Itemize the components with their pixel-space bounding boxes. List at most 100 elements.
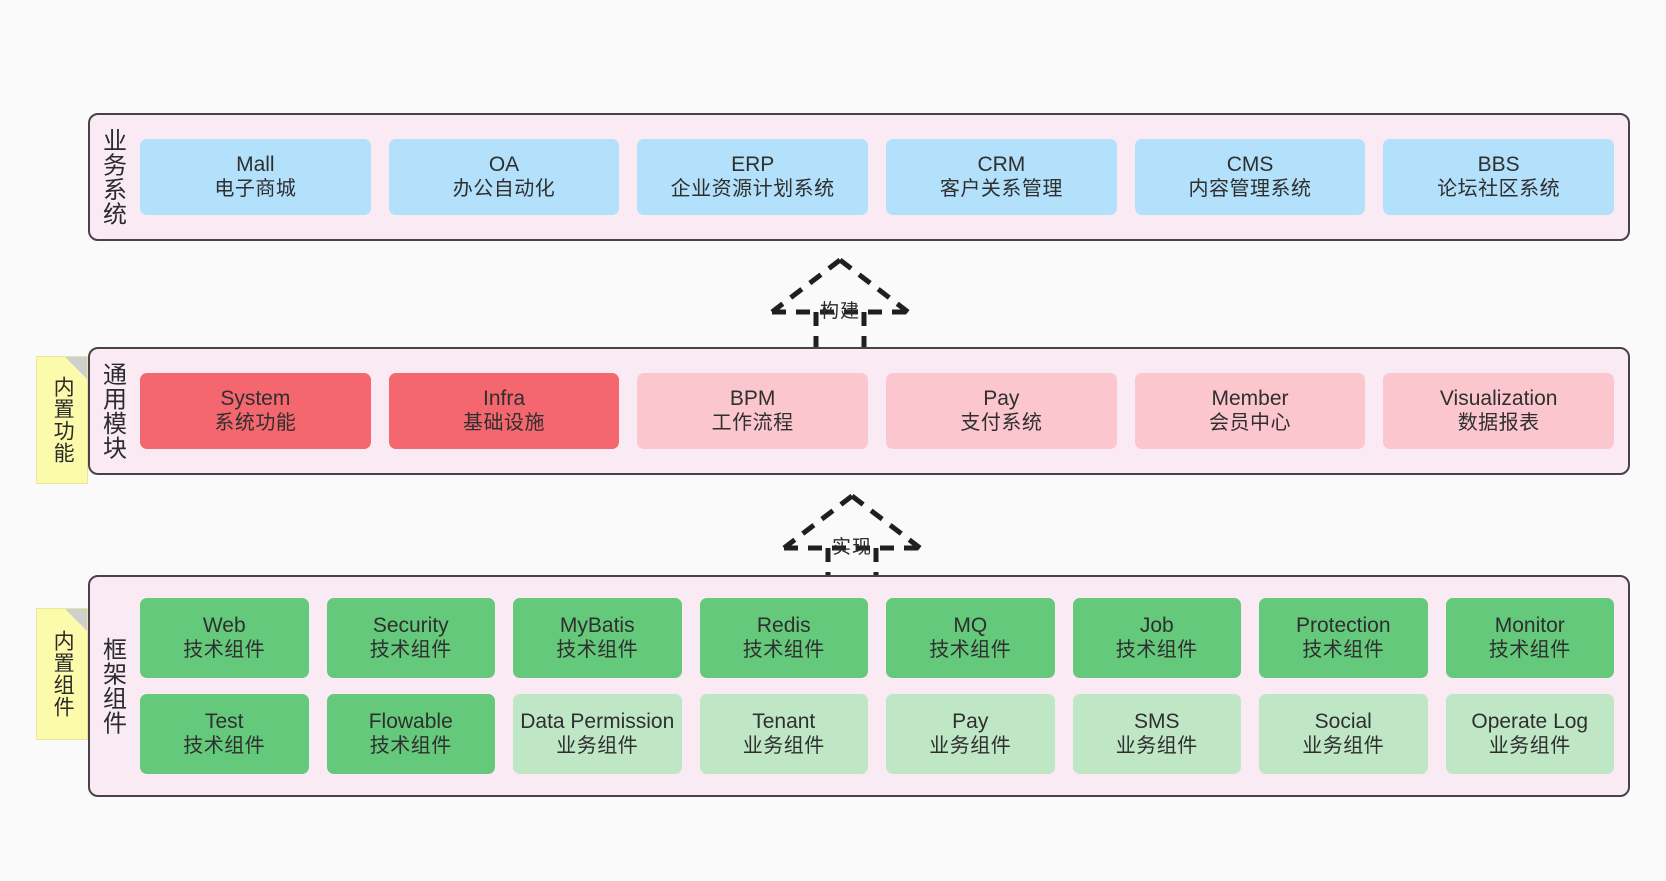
node-security[interactable]: Security 技术组件 xyxy=(326,598,495,678)
node-title: Infra xyxy=(482,386,526,410)
arrow-realize: 实现 xyxy=(772,492,932,589)
node-subtitle: 技术组件 xyxy=(1488,638,1571,661)
node-subtitle: 业务组件 xyxy=(1115,734,1198,757)
node-subtitle: 企业资源计划系统 xyxy=(670,177,835,200)
arrow-build: 构建 xyxy=(760,256,920,353)
node-subtitle: 支付系统 xyxy=(960,411,1043,434)
node-title: CMS xyxy=(1226,152,1274,176)
node-subtitle: 技术组件 xyxy=(369,638,452,661)
node-redis[interactable]: Redis 技术组件 xyxy=(699,598,868,678)
node-protection[interactable]: Protection 技术组件 xyxy=(1259,598,1428,678)
node-subtitle: 技术组件 xyxy=(1115,638,1198,661)
node-title: Pay xyxy=(952,709,989,733)
node-mq[interactable]: MQ 技术组件 xyxy=(886,598,1055,678)
node-title: Operate Log xyxy=(1471,709,1589,733)
node-bbs[interactable]: BBS 论坛社区系统 xyxy=(1383,139,1615,215)
node-title: OA xyxy=(488,152,520,176)
node-subtitle: 系统功能 xyxy=(214,411,297,434)
node-infra[interactable]: Infra 基础设施 xyxy=(388,373,620,449)
node-flowable[interactable]: Flowable 技术组件 xyxy=(326,694,495,774)
node-oa[interactable]: OA 办公自动化 xyxy=(388,139,620,215)
node-web[interactable]: Web 技术组件 xyxy=(140,598,309,678)
node-subtitle: 业务组件 xyxy=(929,734,1012,757)
node-title: Test xyxy=(204,709,244,733)
node-title: Pay xyxy=(983,386,1020,410)
node-tenant[interactable]: Tenant 业务组件 xyxy=(699,694,868,774)
node-erp[interactable]: ERP 企业资源计划系统 xyxy=(637,139,869,215)
layer-title-framework: 框架组件 xyxy=(98,637,126,735)
node-subtitle: 工作流程 xyxy=(711,411,794,434)
layer-row: System 系统功能 Infra 基础设施 BPM 工作流程 Pay 支付系统… xyxy=(140,373,1615,449)
node-sms[interactable]: SMS 业务组件 xyxy=(1072,694,1241,774)
node-subtitle: 技术组件 xyxy=(183,734,266,757)
node-subtitle: 办公自动化 xyxy=(452,177,556,200)
node-title: Security xyxy=(372,613,449,637)
node-crm[interactable]: CRM 客户关系管理 xyxy=(886,139,1117,215)
node-pay-module[interactable]: Pay 支付系统 xyxy=(886,373,1117,449)
node-test[interactable]: Test 技术组件 xyxy=(140,694,309,774)
node-subtitle: 技术组件 xyxy=(742,638,825,661)
node-job[interactable]: Job 技术组件 xyxy=(1072,598,1241,678)
node-title: MyBatis xyxy=(559,613,635,637)
node-subtitle: 技术组件 xyxy=(929,638,1012,661)
node-title: Protection xyxy=(1295,613,1391,637)
node-subtitle: 客户关系管理 xyxy=(939,177,1063,200)
node-subtitle: 业务组件 xyxy=(1488,734,1571,757)
node-subtitle: 数据报表 xyxy=(1457,411,1540,434)
node-operate-log[interactable]: Operate Log 业务组件 xyxy=(1445,694,1614,774)
node-mybatis[interactable]: MyBatis 技术组件 xyxy=(513,598,682,678)
node-title: SMS xyxy=(1133,709,1180,733)
layer-body-modules: System 系统功能 Infra 基础设施 BPM 工作流程 Pay 支付系统… xyxy=(132,349,1628,473)
node-title: BBS xyxy=(1477,152,1520,176)
node-title: Social xyxy=(1314,709,1372,733)
node-pay-component[interactable]: Pay 业务组件 xyxy=(886,694,1055,774)
node-social[interactable]: Social 业务组件 xyxy=(1259,694,1428,774)
layer-business-systems: 业务系统 Mall 电子商城 OA 办公自动化 ERP 企业资源计划系统 CRM… xyxy=(88,113,1630,241)
layer-row: Test 技术组件 Flowable 技术组件 Data Permission … xyxy=(140,694,1614,774)
node-title: Member xyxy=(1211,386,1289,410)
layer-body-framework: Web 技术组件 Security 技术组件 MyBatis 技术组件 Redi… xyxy=(132,577,1628,795)
layer-body-business: Mall 电子商城 OA 办公自动化 ERP 企业资源计划系统 CRM 客户关系… xyxy=(132,115,1628,239)
node-title: Redis xyxy=(756,613,811,637)
node-mall[interactable]: Mall 电子商城 xyxy=(140,139,371,215)
node-subtitle: 论坛社区系统 xyxy=(1437,177,1561,200)
node-title: ERP xyxy=(731,152,775,176)
node-title: System xyxy=(220,386,291,410)
node-data-permission[interactable]: Data Permission 业务组件 xyxy=(513,694,682,774)
node-title: MQ xyxy=(953,613,988,637)
node-subtitle: 技术组件 xyxy=(183,638,266,661)
node-subtitle: 业务组件 xyxy=(1302,734,1385,757)
node-monitor[interactable]: Monitor 技术组件 xyxy=(1445,598,1614,678)
node-subtitle: 业务组件 xyxy=(556,734,639,757)
node-visualization[interactable]: Visualization 数据报表 xyxy=(1383,373,1615,449)
node-title: Mall xyxy=(236,152,275,176)
layer-title-modules: 通用模块 xyxy=(98,362,126,460)
node-cms[interactable]: CMS 内容管理系统 xyxy=(1134,139,1366,215)
node-subtitle: 电子商城 xyxy=(214,177,297,200)
node-subtitle: 会员中心 xyxy=(1209,411,1292,434)
layer-framework-components: 框架组件 Web 技术组件 Security 技术组件 MyBatis 技术组件… xyxy=(88,575,1630,797)
layer-row: Web 技术组件 Security 技术组件 MyBatis 技术组件 Redi… xyxy=(140,598,1614,678)
node-title: CRM xyxy=(977,152,1026,176)
node-title: Monitor xyxy=(1494,613,1565,637)
sticky-note-builtin-components: 内置组件 xyxy=(36,608,88,740)
generalization-arrow-icon xyxy=(782,494,922,589)
node-subtitle: 技术组件 xyxy=(369,734,452,757)
node-subtitle: 基础设施 xyxy=(463,411,545,434)
node-member[interactable]: Member 会员中心 xyxy=(1134,373,1366,449)
node-bpm[interactable]: BPM 工作流程 xyxy=(637,373,869,449)
node-subtitle: 技术组件 xyxy=(556,638,639,661)
node-subtitle: 技术组件 xyxy=(1302,638,1385,661)
node-title: Job xyxy=(1139,613,1174,637)
layer-title-business: 业务系统 xyxy=(98,128,126,226)
node-title: Data Permission xyxy=(520,709,675,733)
generalization-arrow-icon xyxy=(770,258,910,353)
node-system[interactable]: System 系统功能 xyxy=(140,373,371,449)
node-title: Visualization xyxy=(1439,386,1558,410)
sticky-note-builtin-functions: 内置功能 xyxy=(36,356,88,484)
node-title: Web xyxy=(202,613,246,637)
layer-common-modules: 通用模块 System 系统功能 Infra 基础设施 BPM 工作流程 Pay… xyxy=(88,347,1630,475)
node-subtitle: 内容管理系统 xyxy=(1188,177,1312,200)
node-subtitle: 业务组件 xyxy=(742,734,825,757)
